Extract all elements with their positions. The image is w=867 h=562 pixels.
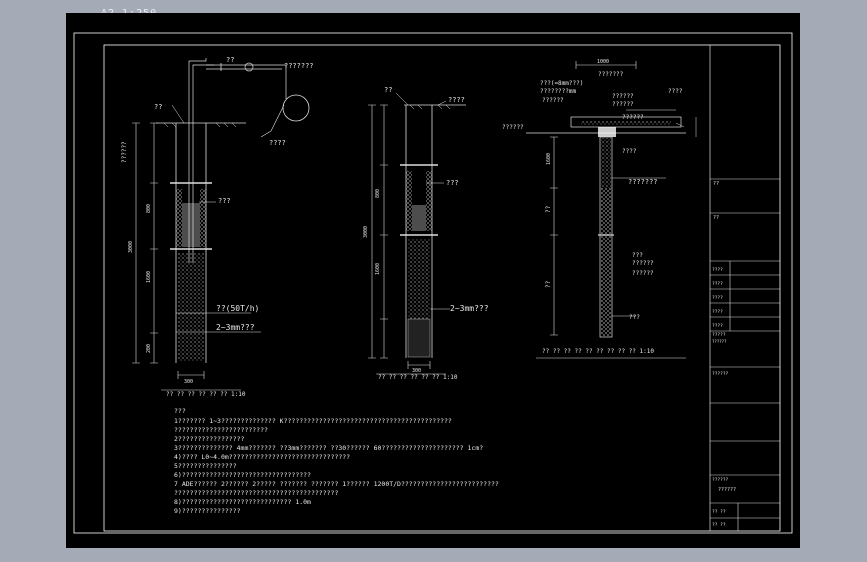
d3-label-b: ????????mm [540, 88, 577, 95]
note-line: 6)????????????????????????????????? [174, 471, 311, 479]
note-line: 1??????? 1~3?????????????? K????????????… [174, 417, 452, 425]
d3-label-j: ??????? [628, 178, 658, 186]
d3-label-k: ???? [622, 148, 637, 155]
d3-label-m: ?????? [632, 260, 654, 267]
d1-label-dim-bottom: 300 [184, 379, 193, 385]
d1-label-seg3: 200 [146, 344, 152, 353]
note-line: 2????????????????? [174, 435, 245, 443]
d3-label-h: ?????? [502, 124, 524, 131]
d3-label-c: ?????? [542, 97, 564, 104]
d3-label-d: ??????? [598, 71, 624, 78]
cad-drawing: ?? ??????? ???? ?? ?????? ??? ??(50T/h) … [73, 32, 793, 534]
tb-r9: ?????? [712, 339, 727, 344]
d2-label-mid: ??? [446, 179, 459, 187]
design-notes: ??? 1??????? 1~3?????????????? K????????… [174, 407, 499, 515]
d1-label-tank: ???? [269, 139, 286, 147]
well-drawing-2: ?? ???? ??? 2~3mm??? 3000 800 1600 300 ?… [363, 86, 489, 381]
note-line: ??? [174, 407, 186, 415]
d1-label-pump: ?? [226, 56, 234, 64]
note-line: 8)???????????????????????????? 1.0m [174, 498, 311, 506]
d1-label-gravel: 2~3mm??? [216, 323, 255, 332]
note-line: 5??????????????? [174, 462, 237, 470]
note-line: 9)??????????????? [174, 507, 241, 515]
d1-label-seg2: 1600 [146, 271, 152, 283]
d1-label-mid: ??? [218, 197, 231, 205]
tb-r13: ?? ?? [712, 509, 726, 515]
d1-label-seg1: 800 [146, 204, 152, 213]
d1-label-top: ?? [154, 103, 162, 111]
d3-label-l: ??? [629, 314, 640, 321]
d3-label-a: ???(=8mm???) [540, 80, 583, 87]
outer-frame [73, 32, 793, 534]
d2-label-seg2: 1600 [375, 263, 381, 275]
d1-label-pipe: ??????? [284, 62, 314, 70]
note-line: ???????????????????????? [174, 426, 268, 434]
tb-r7: ???? [712, 323, 723, 329]
tb-r11: ?????? [712, 477, 729, 483]
d3-label-i: ?????? [622, 114, 644, 121]
d1-label-flow: ??(50T/h) [216, 304, 259, 313]
d3-label-p: ??? [632, 252, 643, 259]
tb-r5: ???? [712, 295, 723, 301]
well-drawing-1: ?? ??????? ???? ?? ?????? ??? ??(50T/h) … [121, 56, 314, 398]
d3-label-seg2: ?? [545, 205, 552, 213]
d1-label-title: ?? ?? ?? ?? ?? ?? 1:10 [166, 391, 246, 398]
d3-label-n: ?????? [632, 270, 654, 277]
tb-r3: ???? [712, 267, 723, 273]
title-block: ?? ?? ???? ???? ???? ???? ???? ????? ???… [709, 45, 780, 531]
d2-label-total: 3000 [363, 226, 369, 238]
d2-label-right: ???? [448, 96, 465, 104]
d3-label-g: ???? [668, 88, 683, 95]
tb-r10: ?????? [712, 371, 729, 377]
d2-label-title: ?? ?? ?? ?? ?? ?? 1:10 [378, 374, 458, 381]
d3-label-title: ?? ?? ?? ?? ?? ?? ?? ?? ?? 1:10 [542, 348, 654, 355]
tb-r6: ???? [712, 309, 723, 315]
tb-r14: ?? ?? [712, 522, 726, 528]
d2-label-gravel: 2~3mm??? [450, 304, 489, 313]
d2-label-top: ?? [384, 86, 392, 94]
d3-label-seg1: 1600 [546, 153, 552, 165]
d3-label-f: ?????? [612, 101, 634, 108]
tb-r2: ?? [713, 215, 719, 221]
d2-label-dim-bottom: 300 [412, 368, 421, 374]
note-line: 3?????????????? 4mm??????? ??3mm??????? … [174, 444, 483, 452]
note-line: ????????????????????????????????????????… [174, 489, 338, 497]
tb-r1: ?? [713, 181, 719, 187]
d2-label-seg1: 800 [375, 189, 381, 198]
d3-label-top-dim: 1000 [597, 59, 609, 65]
d1-label-total: 3000 [128, 241, 134, 253]
d3-label-seg3: ?? [545, 280, 552, 288]
tb-r8: ????? [712, 332, 726, 338]
d1-label-depth-a: ?????? [121, 141, 128, 163]
note-line: 4)???? L0~4.0m??????????????????????????… [174, 453, 350, 461]
tb-r12: ?????? [718, 487, 736, 493]
drawing-sheet[interactable]: ?? ??????? ???? ?? ?????? ??? ??(50T/h) … [66, 13, 800, 548]
note-line: 7 ADE?????? 2?????? 2????? ??????? ?????… [174, 480, 499, 488]
tb-r4: ???? [712, 281, 723, 287]
d3-label-e: ?????? [612, 93, 634, 100]
well-drawing-3: 1000 ???(=8mm???) ????????mm ?????? ????… [502, 59, 697, 359]
inner-frame [103, 44, 781, 532]
